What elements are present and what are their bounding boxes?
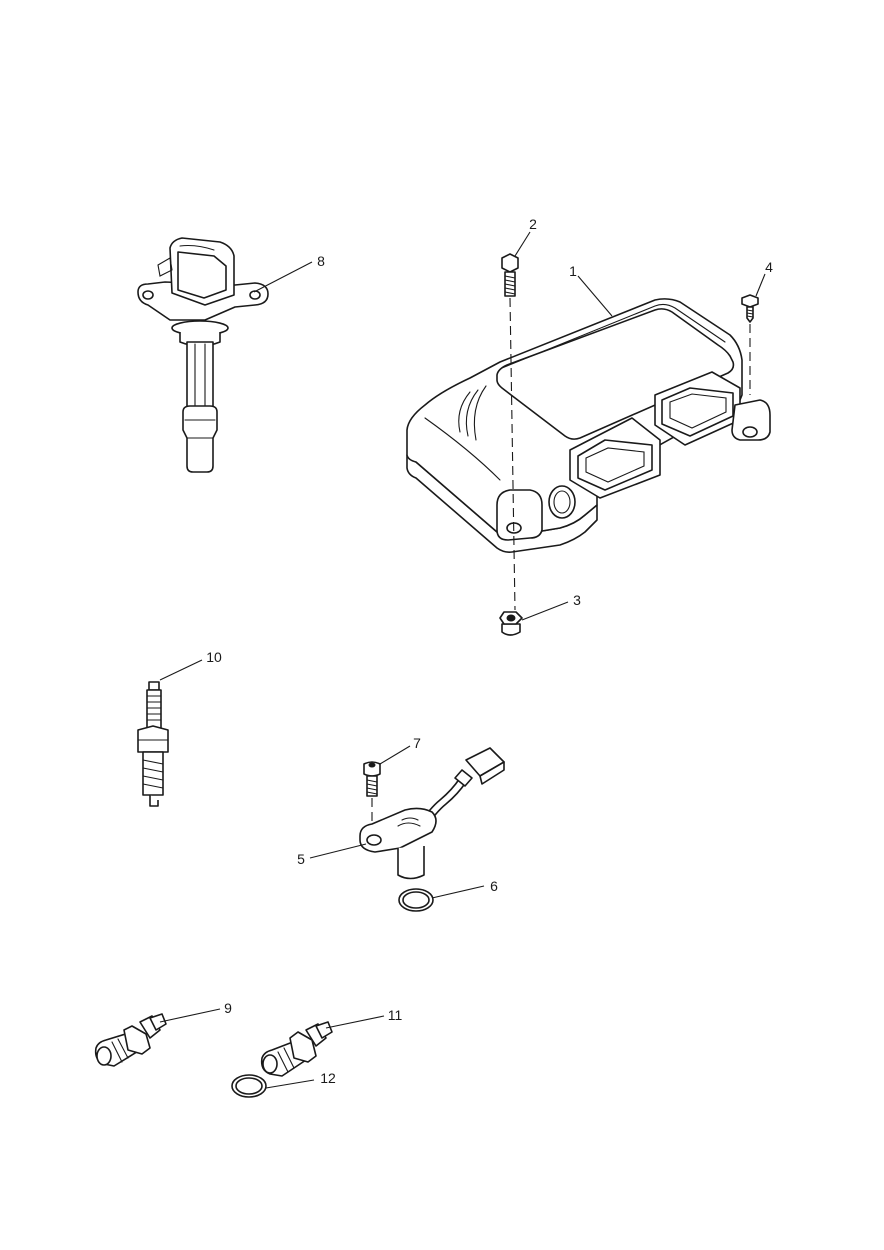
callout-1: 1 — [569, 263, 577, 279]
callout-10: 10 — [206, 649, 222, 665]
leader-7 — [379, 745, 411, 765]
callout-8: 8 — [317, 253, 325, 269]
leader-4 — [755, 273, 766, 297]
callout-6: 6 — [490, 878, 498, 894]
callout-3: 3 — [573, 592, 581, 608]
assembly-line-bolt — [509, 297, 516, 611]
leader-12 — [265, 1079, 315, 1089]
leader-8 — [253, 261, 313, 293]
callout-2: 2 — [529, 216, 537, 232]
callout-4: 4 — [765, 259, 773, 275]
part-1-ecm-box — [406, 298, 771, 553]
part-11-sensor — [260, 1021, 333, 1077]
part-6-o-ring — [398, 888, 434, 912]
leader-3 — [521, 601, 569, 621]
part-9-sensor — [94, 1013, 167, 1067]
callout-11: 11 — [388, 1007, 403, 1023]
leader-10 — [159, 659, 203, 681]
leader-6 — [431, 885, 485, 899]
part-7-screw — [363, 761, 381, 797]
callout-12: 12 — [320, 1070, 336, 1086]
leader-1 — [577, 275, 613, 317]
leader-11 — [325, 1015, 385, 1029]
callout-7: 7 — [413, 735, 421, 751]
leader-2 — [514, 231, 531, 257]
part-3-flange-nut — [499, 611, 523, 636]
leader-9 — [159, 1008, 221, 1023]
part-12-o-ring — [231, 1074, 267, 1098]
leader-lines — [159, 231, 766, 1089]
callout-5: 5 — [297, 851, 305, 867]
part-4-screw — [741, 294, 759, 323]
callout-9: 9 — [224, 1000, 232, 1016]
leader-5 — [309, 843, 367, 859]
part-2-bolt — [501, 253, 519, 297]
callouts: 1 2 3 4 5 6 7 8 9 10 11 12 — [206, 216, 773, 1086]
part-10-spark-plug — [137, 681, 169, 807]
part-8-ignition-coil — [137, 237, 269, 473]
part-5-crank-sensor — [359, 747, 505, 880]
